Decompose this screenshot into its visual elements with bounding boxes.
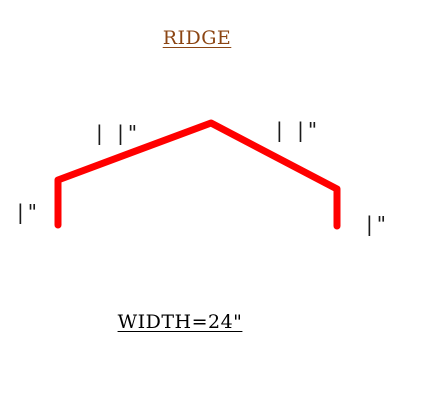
left-slope-dimension: | |"	[96, 121, 142, 145]
right-leg-dimension: |"	[366, 212, 390, 236]
left-leg-dimension: |"	[17, 200, 41, 224]
right-slope-dimension: | |"	[276, 118, 322, 142]
width-label: WIDTH=24"	[117, 311, 243, 333]
ridge-profile-line	[54, 119, 341, 230]
diagram-title: RIDGE	[162, 27, 232, 49]
